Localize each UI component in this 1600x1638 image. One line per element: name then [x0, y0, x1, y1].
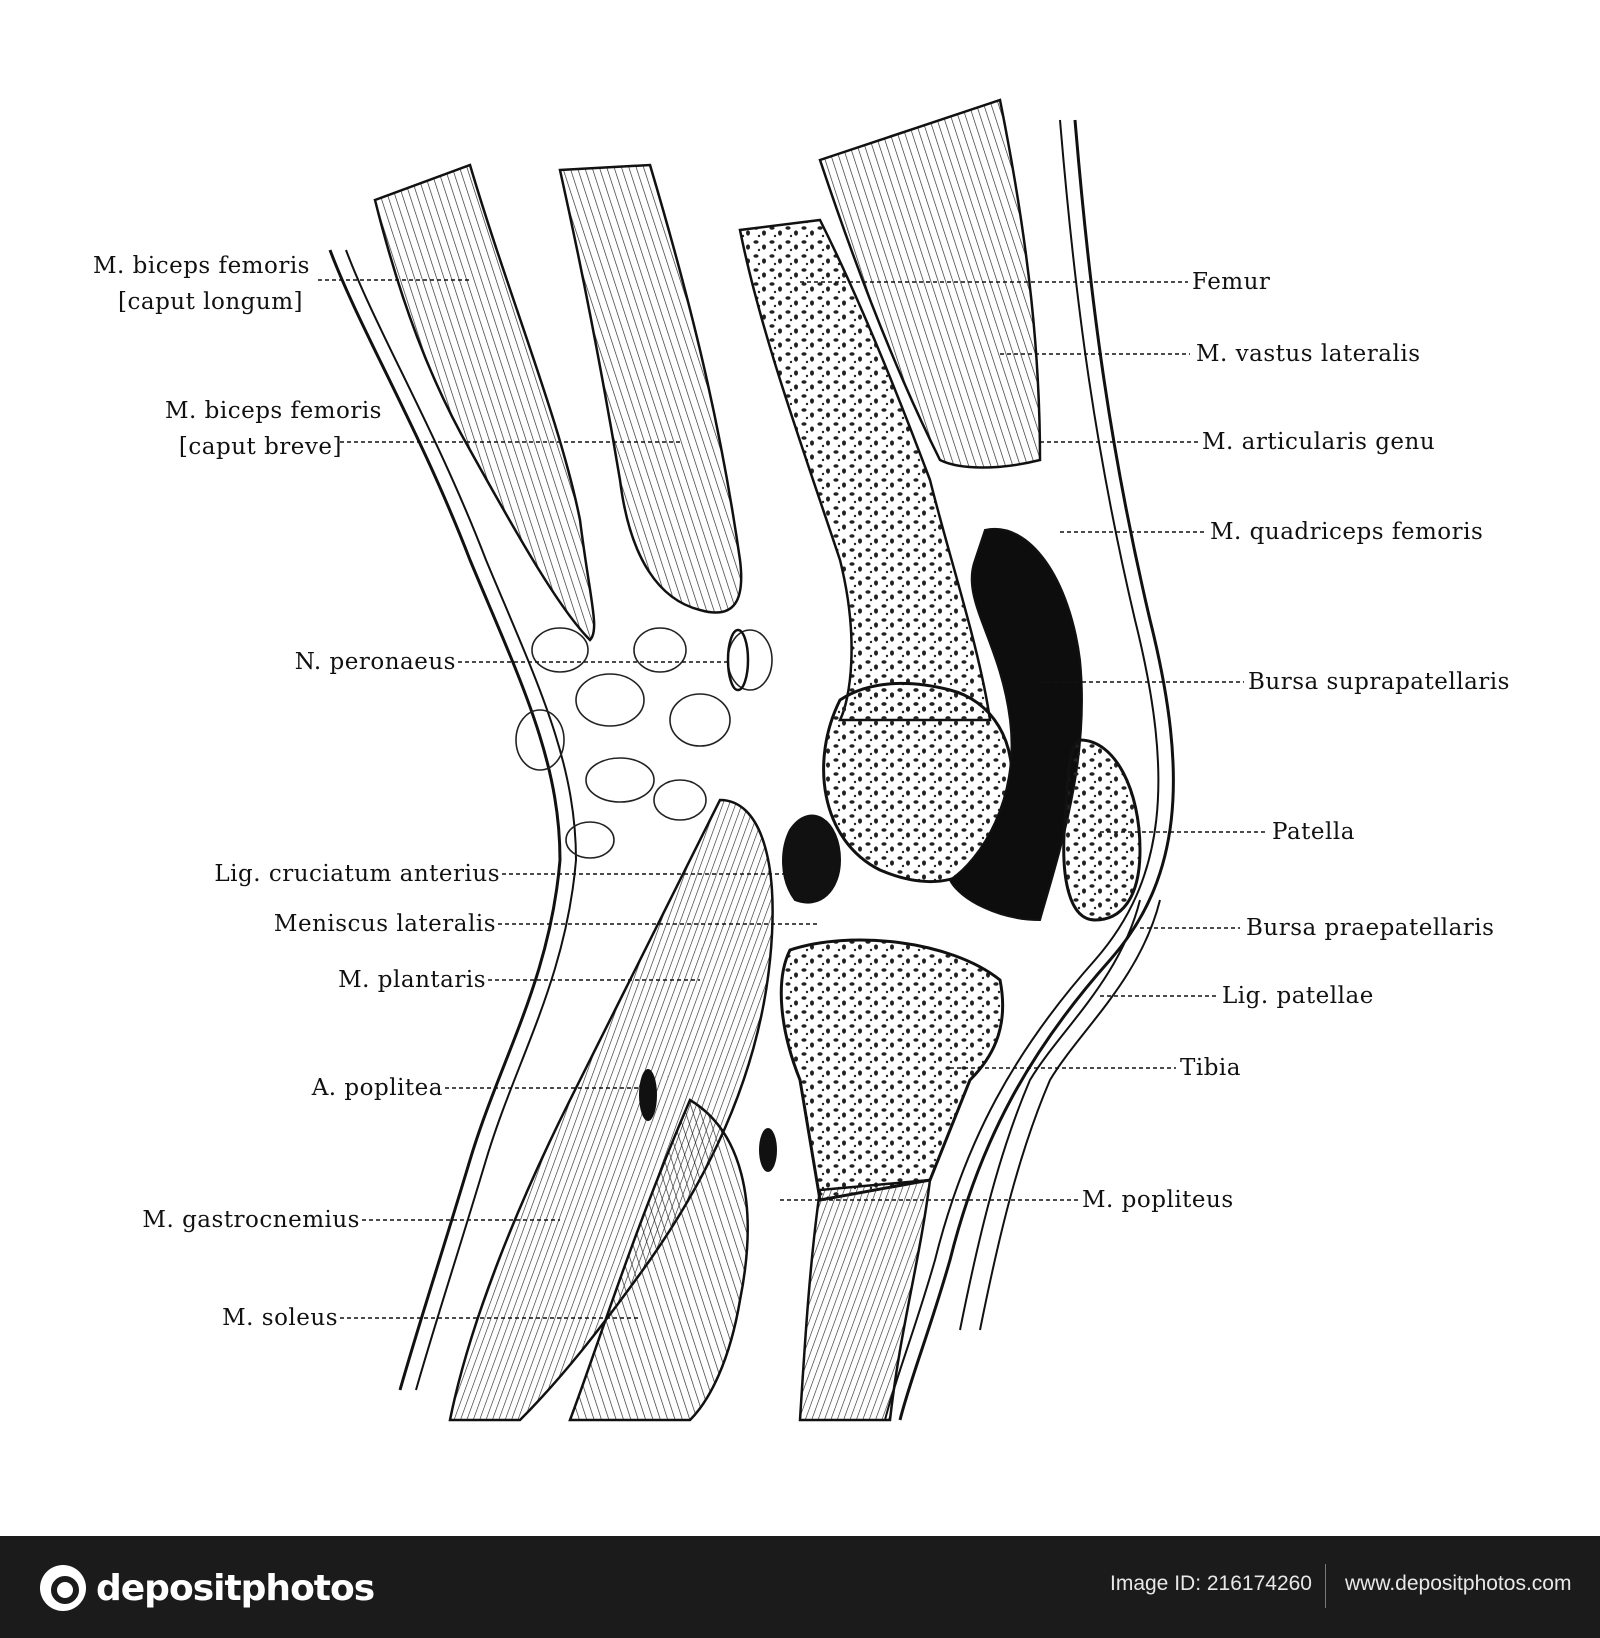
label-articularis: M. articularis genu: [1202, 429, 1436, 455]
label-suprapatellaris: Bursa suprapatellaris: [1248, 669, 1510, 695]
soleus-muscle: [568, 1098, 749, 1422]
patellar-ligament: [959, 899, 1141, 1331]
gastrocnemius-muscle: [448, 798, 774, 1422]
label-quadriceps: M. quadriceps femoris: [1210, 519, 1484, 545]
label-biceps-longum-1: M. biceps femoris: [92, 253, 310, 279]
popliteal-fat: [515, 627, 773, 859]
skin-anterior-outline: [898, 119, 1175, 1421]
label-femur: Femur: [1192, 269, 1271, 295]
anatomy-illustration: M. biceps femoris [caput longum] M. bice…: [92, 98, 1510, 1422]
label-praepatellaris: Bursa praepatellaris: [1246, 915, 1495, 941]
meniscus-wedge: [782, 814, 842, 904]
tibia-shaft: [798, 1178, 932, 1422]
skin-posterior-outline: [328, 249, 562, 1391]
peroneal-nerve: [726, 628, 750, 692]
label-biceps-longum-2: [caput longum]: [118, 289, 303, 315]
site-link[interactable]: www.depositphotos.com: [1345, 1572, 1572, 1595]
tibia-head: [779, 938, 1005, 1202]
suprapatellar-bursa: [948, 527, 1083, 922]
vastus-lateralis-muscle: [818, 98, 1042, 469]
label-biceps-breve-2: [caput breve]: [178, 434, 342, 460]
biceps-longum-muscle: [373, 163, 596, 642]
label-poplitea: A. poplitea: [311, 1075, 443, 1101]
leader-lines: [318, 279, 1268, 1319]
label-biceps-breve-1: M. biceps femoris: [164, 398, 382, 424]
label-cruciatum: Lig. cruciatum anterius: [214, 861, 500, 887]
biceps-breve-muscle: [558, 163, 743, 614]
label-meniscus: Meniscus lateralis: [273, 911, 496, 937]
knee-section-drawing: [318, 98, 1268, 1422]
depositphotos-logo-icon: [40, 1565, 86, 1611]
label-soleus: M. soleus: [222, 1305, 338, 1331]
label-gastrocnemius: M. gastrocnemius: [142, 1207, 360, 1233]
depositphotos-logo[interactable]: depositphotos: [40, 1564, 375, 1612]
label-peronaeus: N. peronaeus: [294, 649, 456, 675]
patella-bone: [1062, 738, 1142, 922]
label-popliteus: M. popliteus: [1082, 1187, 1234, 1213]
image-id: Image ID: 216174260: [1110, 1572, 1312, 1595]
label-patella: Patella: [1272, 819, 1355, 845]
label-plantaris: M. plantaris: [338, 967, 486, 993]
label-vastus: M. vastus lateralis: [1196, 341, 1421, 367]
watermark-footer: depositphotos Image ID: 216174260 www.de…: [0, 1536, 1600, 1638]
popliteal-artery: [639, 1069, 657, 1121]
footer-divider: [1325, 1564, 1326, 1608]
logo-text: depositphotos: [96, 1567, 375, 1609]
popliteal-vessel: [759, 1128, 777, 1172]
label-tibia: Tibia: [1180, 1055, 1241, 1081]
label-lig-patellae: Lig. patellae: [1222, 983, 1374, 1009]
